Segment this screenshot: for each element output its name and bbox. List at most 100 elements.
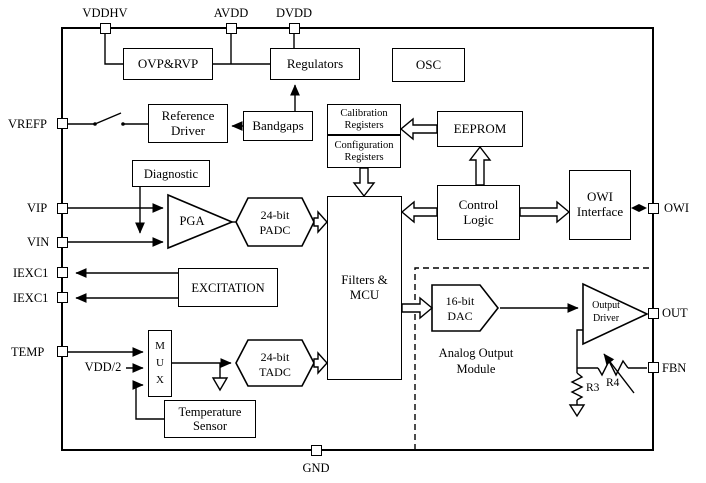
block-label: Bandgaps <box>252 117 304 133</box>
dac-label: 16-bit DAC <box>434 294 486 324</box>
switch-contacts <box>93 122 125 126</box>
block-label: MCU <box>349 287 380 302</box>
pin-label-dvdd: DVDD <box>275 6 313 20</box>
pin-avdd <box>226 23 237 34</box>
pin-label-vrefp: VREFP <box>8 117 47 131</box>
pin-temp <box>57 346 68 357</box>
block-owi-interface: OWI Interface <box>569 170 631 240</box>
pin-label-iexc1-top: IEXC1 <box>13 266 49 280</box>
arrowhead-right <box>639 204 647 212</box>
block-label: Temperature <box>178 405 242 419</box>
pin-label-vip: VIP <box>27 201 48 215</box>
pin-fbn <box>648 362 659 373</box>
block-label: Reference <box>161 107 215 123</box>
block-filters-mcu: Filters & MCU <box>327 196 402 380</box>
pin-vin <box>57 237 68 248</box>
arrow-tadc-to-filters <box>313 351 328 375</box>
output-driver-shape <box>582 282 649 346</box>
resistor-r3 <box>570 372 584 401</box>
block-ovp-rvp: OVP&RVP <box>123 48 213 80</box>
pin-label-vddhv: VDDHV <box>82 6 128 20</box>
analog-output-module-label: Analog Output Module <box>424 346 528 377</box>
wires <box>68 33 647 420</box>
block-eeprom: EEPROM <box>437 111 523 147</box>
pin-label-avdd: AVDD <box>213 6 249 20</box>
dac-label-line2: DAC <box>447 309 473 323</box>
tadc-label-line1: 24-bit <box>260 350 290 364</box>
output-driver-label-line1: Output <box>592 300 620 311</box>
pin-label-out: OUT <box>662 306 688 320</box>
block-label: OSC <box>415 56 442 72</box>
pin-iexc1-top <box>57 267 68 278</box>
block-calibration-registers: Calibration Registers <box>327 104 401 135</box>
pin-label-gnd: GND <box>302 461 330 475</box>
block-label: Interface <box>576 204 624 219</box>
r3-label: R3 <box>586 382 600 394</box>
block-label: OVP&RVP <box>137 55 199 71</box>
block-label: Configuration <box>334 139 394 151</box>
output-driver-label-line2: Driver <box>592 312 620 324</box>
block-label: Registers <box>344 151 384 163</box>
block-label: Filters & <box>341 272 388 288</box>
pin-label-fbn: FBN <box>662 361 687 375</box>
block-regulators: Regulators <box>270 48 360 80</box>
pin-vddhv <box>100 23 111 34</box>
pin-iexc1-bottom <box>57 292 68 303</box>
arrow-registers-to-filters <box>352 167 376 198</box>
analog-output-module-line2: Module <box>456 361 496 376</box>
block-label: Control <box>458 196 499 212</box>
tadc-label-line2: TADC <box>259 365 291 379</box>
pga-label: PGA <box>179 214 205 228</box>
variable-gain-arrow <box>603 353 635 394</box>
pin-vip <box>57 203 68 214</box>
pin-owi <box>648 203 659 214</box>
vdd2-label: VDD/2 <box>84 360 122 374</box>
pin-gnd <box>311 445 322 456</box>
r4-label: R4 <box>606 377 620 389</box>
pin-vrefp <box>57 118 68 129</box>
switch-blade <box>94 112 122 125</box>
block-label: Logic <box>463 211 494 227</box>
pin-dvdd <box>289 23 300 34</box>
block-label: Registers <box>344 119 384 131</box>
block-bandgaps: Bandgaps <box>243 111 313 141</box>
block-label: X <box>156 374 164 387</box>
arrowhead-left <box>631 204 639 212</box>
pga-shape <box>167 193 235 250</box>
resistor-r4 <box>597 359 629 377</box>
block-configuration-registers: Configuration Registers <box>327 135 401 168</box>
block-osc: OSC <box>392 48 465 82</box>
owi-double-arrowheads <box>631 204 647 212</box>
ground-symbol-r3 <box>568 404 586 418</box>
block-temperature-sensor: Temperature Sensor <box>164 400 256 438</box>
block-label: Diagnostic <box>143 166 199 181</box>
analog-output-module-boundary <box>414 267 653 450</box>
arrow-eeprom-to-registers <box>399 117 438 141</box>
block-mux: M U X <box>148 330 172 397</box>
block-label: M <box>155 339 165 352</box>
block-label: Calibration <box>340 107 388 119</box>
shapes <box>167 193 649 387</box>
block-label: OWI <box>587 189 613 205</box>
dac-label-line1: 16-bit <box>445 294 475 308</box>
pin-label-iexc1-bottom: IEXC1 <box>13 291 49 305</box>
arrow-filters-to-dac <box>401 296 434 320</box>
wire-tempsensor-to-mux <box>132 380 164 420</box>
analog-output-module-line1: Analog Output <box>438 346 514 360</box>
tadc-label: 24-bit TADC <box>245 350 305 380</box>
pin-label-owi: OWI <box>664 201 689 215</box>
block-label: Driver <box>171 122 205 138</box>
block-label: U <box>156 356 164 369</box>
block-excitation: EXCITATION <box>178 268 278 307</box>
ground-symbol-tadc <box>211 377 229 392</box>
dac-shape <box>431 284 500 332</box>
wire-driver-feedback <box>576 329 583 373</box>
arrow-control-to-owi <box>519 200 571 224</box>
arrow-control-to-filters <box>400 200 438 224</box>
block-reference-driver: Reference Driver <box>148 104 228 143</box>
block-label: Sensor <box>192 419 228 433</box>
output-driver-label: Output Driver <box>585 300 627 325</box>
hollow-arrows <box>211 117 586 418</box>
